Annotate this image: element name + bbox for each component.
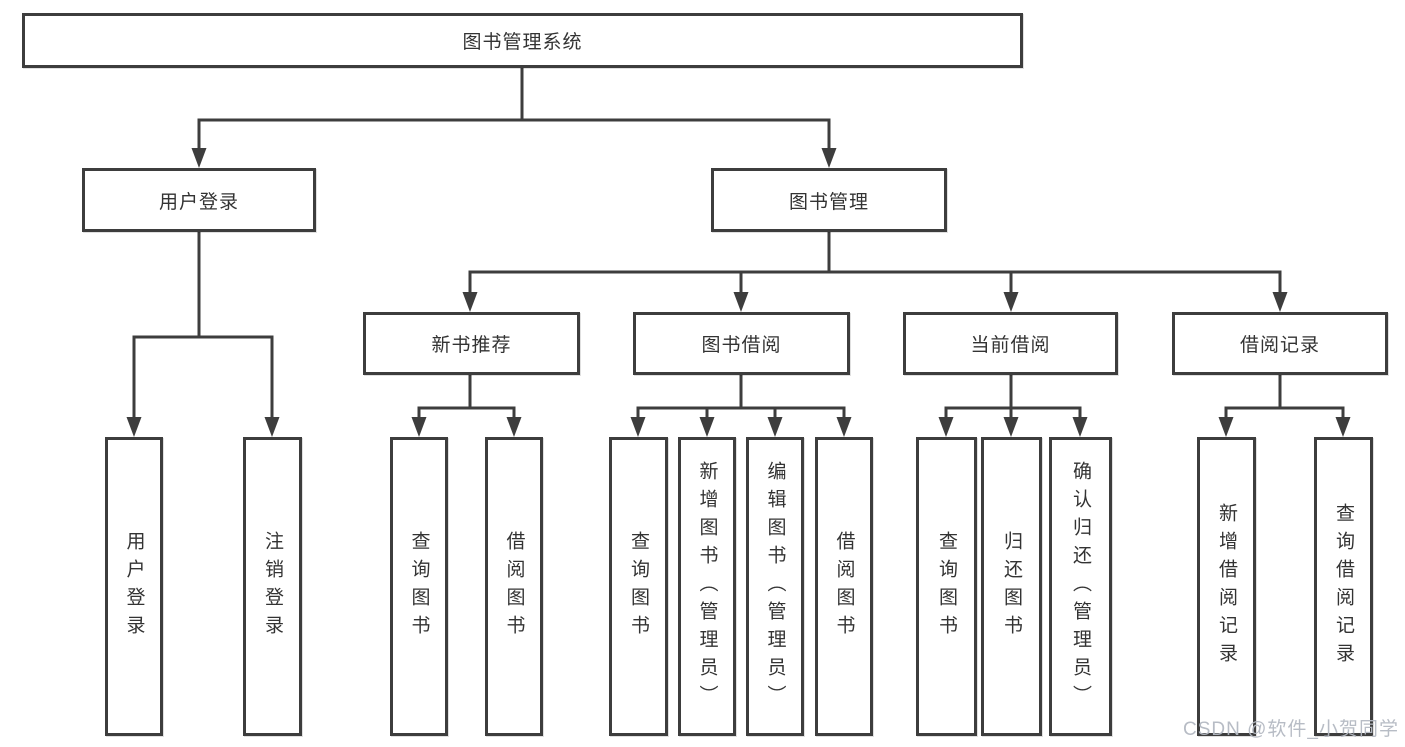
leaf-current-confirm-return-admin: 确认归还（管理员） bbox=[1049, 437, 1112, 736]
leaf-current-query-books: 查询图书 bbox=[916, 437, 977, 736]
connector-current-borrowing-to-leaves bbox=[938, 374, 1088, 437]
leaf-borrowing-add-books-admin: 新增图书（管理员） bbox=[678, 437, 736, 736]
connector-new-book-to-leaves bbox=[411, 374, 522, 437]
node-book-management: 图书管理 bbox=[711, 168, 947, 232]
csdn-watermark: CSDN @软件_小贺同学 bbox=[1183, 719, 1399, 740]
node-current-borrowing: 当前借阅 bbox=[903, 312, 1118, 375]
connector-borrowing-records-to-leaves bbox=[1218, 374, 1351, 437]
leaf-current-return-books: 归还图书 bbox=[981, 437, 1042, 736]
leaf-borrowing-query-books: 查询图书 bbox=[609, 437, 668, 736]
node-user-login: 用户登录 bbox=[82, 168, 316, 232]
node-root-library-management-system: 图书管理系统 bbox=[22, 13, 1023, 68]
leaf-user-login: 用户登录 bbox=[105, 437, 163, 736]
node-borrowing-records: 借阅记录 bbox=[1172, 312, 1388, 375]
leaf-borrowing-borrow-books: 借阅图书 bbox=[815, 437, 873, 736]
connector-user-login-to-leaves bbox=[126, 231, 280, 437]
leaf-borrowing-edit-books-admin: 编辑图书（管理员） bbox=[746, 437, 804, 736]
leaf-records-query-borrow-record: 查询借阅记录 bbox=[1314, 437, 1373, 736]
leaf-records-add-borrow-record: 新增借阅记录 bbox=[1197, 437, 1256, 736]
leaf-new-book-borrow-books: 借阅图书 bbox=[485, 437, 543, 736]
connector-book-management-to-level3 bbox=[462, 231, 1288, 312]
leaf-logout: 注销登录 bbox=[243, 437, 302, 736]
node-book-borrowing: 图书借阅 bbox=[633, 312, 850, 375]
connector-book-borrowing-to-leaves bbox=[630, 374, 852, 437]
connector-root-to-level2 bbox=[191, 67, 837, 168]
leaf-new-book-query-books: 查询图书 bbox=[390, 437, 448, 736]
node-new-book-recommend: 新书推荐 bbox=[363, 312, 580, 375]
